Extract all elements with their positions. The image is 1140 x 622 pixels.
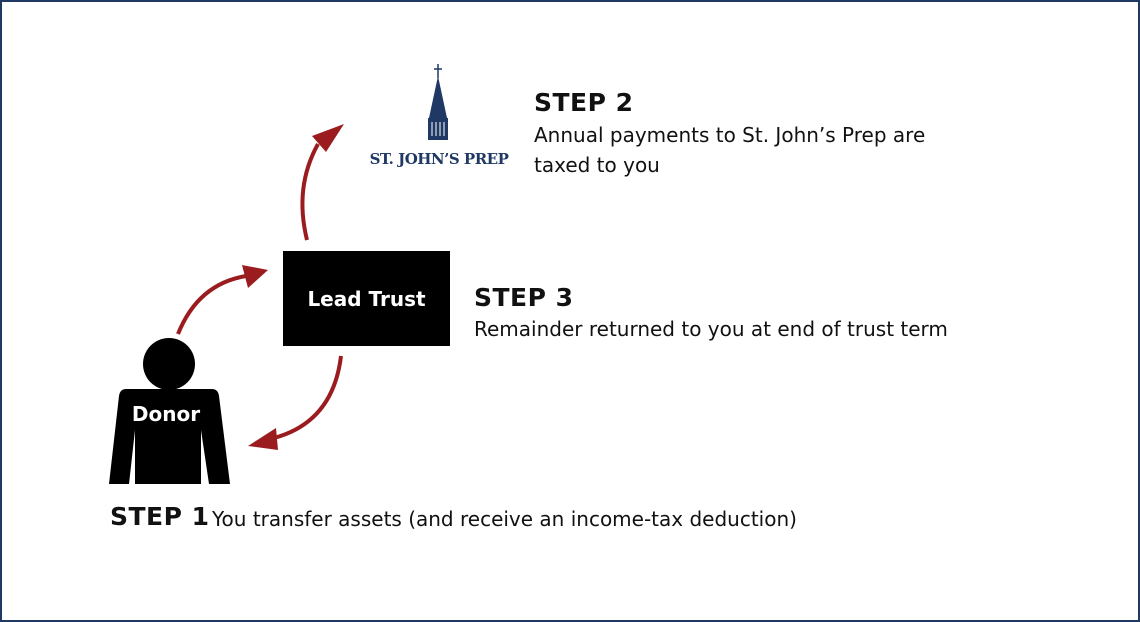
lead-trust-box: Lead Trust bbox=[283, 251, 450, 346]
arrow-donor-to-trust bbox=[176, 274, 247, 335]
arrow-donor-to-trust-head bbox=[242, 265, 268, 288]
person-silhouette-icon bbox=[109, 338, 230, 484]
step3-heading: STEP 3 bbox=[474, 283, 574, 312]
step1-heading: STEP 1 bbox=[110, 502, 210, 531]
arrow-trust-to-school bbox=[300, 143, 320, 241]
school-name: ST. JOHN’S PREP bbox=[369, 150, 509, 168]
arrow-trust-to-donor bbox=[273, 355, 343, 440]
arrow-trust-to-school-head bbox=[312, 124, 344, 152]
step1-text: You transfer assets (and receive an inco… bbox=[212, 507, 797, 531]
step2-text: Annual payments to St. John’s Prep are t… bbox=[534, 123, 926, 177]
step3-text: Remainder returned to you at end of trus… bbox=[474, 317, 948, 341]
lead-trust-label: Lead Trust bbox=[307, 286, 426, 311]
arrow-trust-to-donor-head bbox=[248, 428, 278, 450]
donor-label: Donor bbox=[131, 402, 201, 426]
steeple-logo-icon bbox=[428, 64, 448, 140]
step2-heading: STEP 2 bbox=[534, 88, 634, 117]
